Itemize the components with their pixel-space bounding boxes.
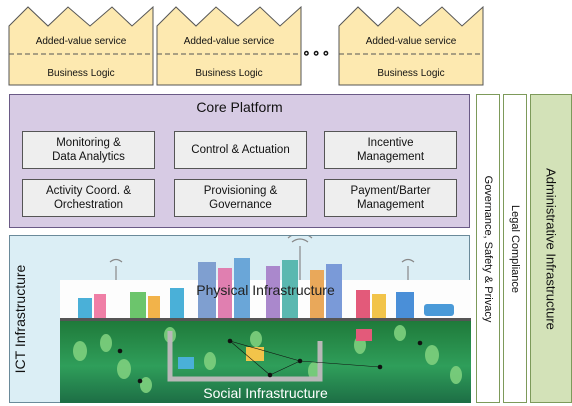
road-path (167, 331, 323, 382)
legal-compliance-bar: Legal Compliance (503, 94, 527, 403)
payment-label: Payment/Barter Management (350, 185, 431, 211)
activity-label: Activity Coord. & Orchestration (46, 185, 131, 211)
buildings-icon (60, 258, 471, 322)
monitoring-box: Monitoring & Data Analytics (22, 131, 155, 169)
service-label: Added-value service (365, 36, 457, 47)
business-logic-label: Business Logic (195, 68, 263, 79)
service-label: Added-value service (35, 36, 127, 47)
service-box-2: Added-value service Business Logic (156, 6, 302, 86)
business-logic-label: Business Logic (377, 68, 445, 79)
administrative-infrastructure-bar: Administrative Infrastructure (530, 94, 572, 403)
business-logic-label: Business Logic (47, 68, 115, 79)
house-icon (178, 329, 372, 369)
house-shape (8, 6, 154, 86)
incentive-box: Incentive Management (324, 131, 457, 169)
service-box-1: Added-value service Business Logic (8, 6, 154, 86)
tree-icon (73, 325, 462, 393)
control-box: Control & Actuation (174, 131, 307, 169)
physical-infrastructure-label: Physical Infrastructure (196, 282, 335, 298)
house-shape (156, 6, 302, 86)
governance-label: Governance, Safety & Privacy (482, 175, 494, 322)
administrative-infrastructure-label: Administrative Infrastructure (543, 167, 559, 330)
social-infrastructure: Social Infrastructure (60, 321, 471, 403)
service-box-3: Added-value service Business Logic (338, 6, 484, 86)
provisioning-box: Provisioning & Governance (174, 179, 307, 217)
ellipsis: ∘∘∘ (302, 44, 332, 60)
people-network-icon (117, 338, 423, 384)
house-shape (338, 6, 484, 86)
governance-bar: Governance, Safety & Privacy (476, 94, 500, 403)
payment-box: Payment/Barter Management (324, 179, 457, 217)
legal-compliance-label: Legal Compliance (509, 204, 521, 293)
physical-infrastructure: Physical Infrastructure (60, 279, 471, 321)
activity-box: Activity Coord. & Orchestration (22, 179, 155, 217)
incentive-label: Incentive Management (356, 137, 425, 163)
monitoring-label: Monitoring & Data Analytics (52, 137, 125, 163)
service-label: Added-value service (183, 36, 275, 47)
core-platform-title: Core Platform (196, 99, 283, 115)
control-label: Control & Actuation (191, 144, 290, 156)
provisioning-label: Provisioning & Governance (203, 185, 278, 211)
city-illustration (60, 236, 471, 322)
ict-infrastructure-label-wrap: ICT Infrastructure (0, 235, 40, 403)
social-illustration (73, 325, 462, 393)
core-platform: Core Platform Monitoring & Data Analytic… (9, 94, 470, 228)
ict-infrastructure-label: ICT Infrastructure (12, 264, 28, 374)
social-infrastructure-label: Social Infrastructure (203, 385, 328, 401)
